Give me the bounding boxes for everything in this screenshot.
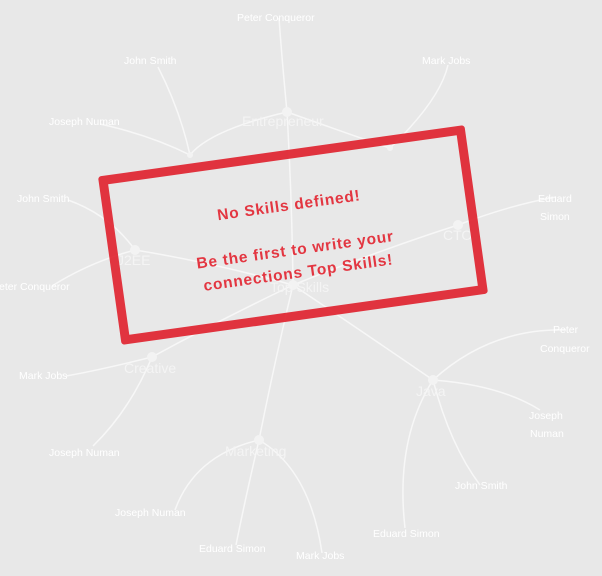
skill-node-cto[interactable] (453, 220, 463, 230)
edge-hub-entrepreneur (286, 111, 294, 286)
hub-label[interactable]: Top Skills (270, 279, 329, 295)
edge-creative-joseph (92, 356, 153, 447)
edge-hub-java (292, 284, 434, 381)
edge-marketing-joseph (174, 439, 260, 511)
person-label[interactable]: Eduard (538, 193, 572, 205)
skill-label-java[interactable]: Java (416, 383, 446, 399)
skill-node-marketing[interactable] (254, 435, 264, 445)
edge-hub-creative (151, 284, 294, 358)
edge-entrepreneur-peter (278, 17, 288, 113)
person-label[interactable]: John Smith (17, 193, 70, 205)
edge-java-peter (432, 329, 567, 381)
edge-cto-eduard (457, 196, 557, 226)
person-label[interactable]: Conqueror (540, 343, 590, 355)
branch-node-entrepreneur-right (387, 145, 393, 151)
skill-label-creative[interactable]: Creative (124, 360, 176, 376)
skill-label-cto[interactable]: CTO (443, 227, 472, 243)
skill-node-j2ee[interactable] (130, 245, 140, 255)
edge-hub-j2ee (134, 249, 294, 286)
edge-j2ee-peter (51, 249, 136, 287)
skill-node-entrepreneur[interactable] (282, 107, 292, 117)
edge-marketing-eduard (235, 439, 260, 546)
person-label[interactable]: Peter (553, 324, 579, 336)
skill-node-java[interactable] (428, 375, 438, 385)
person-label[interactable]: Peter Conqueror (0, 281, 70, 293)
edge-java-john (432, 379, 481, 486)
skill-node-creative[interactable] (147, 352, 157, 362)
person-label[interactable]: Joseph Numan (49, 447, 120, 459)
edge-java-eduard (402, 379, 434, 529)
edge-java-joseph (432, 379, 541, 411)
person-label[interactable]: Simon (540, 211, 570, 223)
edge-entrepreneur-joseph (99, 123, 191, 156)
edge-j2ee-john (67, 199, 136, 251)
edge-entrepreneur-john (157, 66, 288, 157)
branch-node-entrepreneur (187, 152, 193, 158)
person-label[interactable]: Peter Conqueror (237, 12, 315, 24)
skill-labels: Top Skills Entrepreneur CTO J2EE Creativ… (117, 113, 472, 459)
hub-edges (134, 111, 459, 441)
person-label[interactable]: Joseph Numan (49, 116, 120, 128)
skill-label-entrepreneur[interactable]: Entrepreneur (242, 113, 324, 129)
person-label[interactable]: Eduard Simon (199, 543, 266, 555)
person-label[interactable]: John Smith (124, 55, 177, 67)
edge-creative-mark (65, 356, 153, 377)
person-edges (51, 17, 567, 554)
person-label[interactable]: Joseph (529, 410, 563, 422)
person-label[interactable]: John Smith (455, 480, 508, 492)
person-label[interactable]: Numan (530, 428, 564, 440)
person-label[interactable]: Eduard Simon (373, 528, 440, 540)
edge-hub-marketing (258, 284, 294, 441)
person-label[interactable]: Mark Jobs (19, 370, 67, 382)
person-label[interactable]: Mark Jobs (296, 550, 344, 562)
person-label[interactable]: Mark Jobs (422, 55, 470, 67)
person-labels: Peter Conqueror John Smith Mark Jobs Jos… (0, 12, 590, 562)
hub-node[interactable] (288, 280, 298, 290)
person-label[interactable]: Joseph Numan (115, 507, 186, 519)
edge-hub-cto (292, 224, 459, 286)
skill-label-j2ee[interactable]: J2EE (117, 252, 150, 268)
node-dots (130, 107, 463, 445)
edge-marketing-mark (258, 439, 323, 554)
skill-label-marketing[interactable]: Marketing (225, 443, 286, 459)
